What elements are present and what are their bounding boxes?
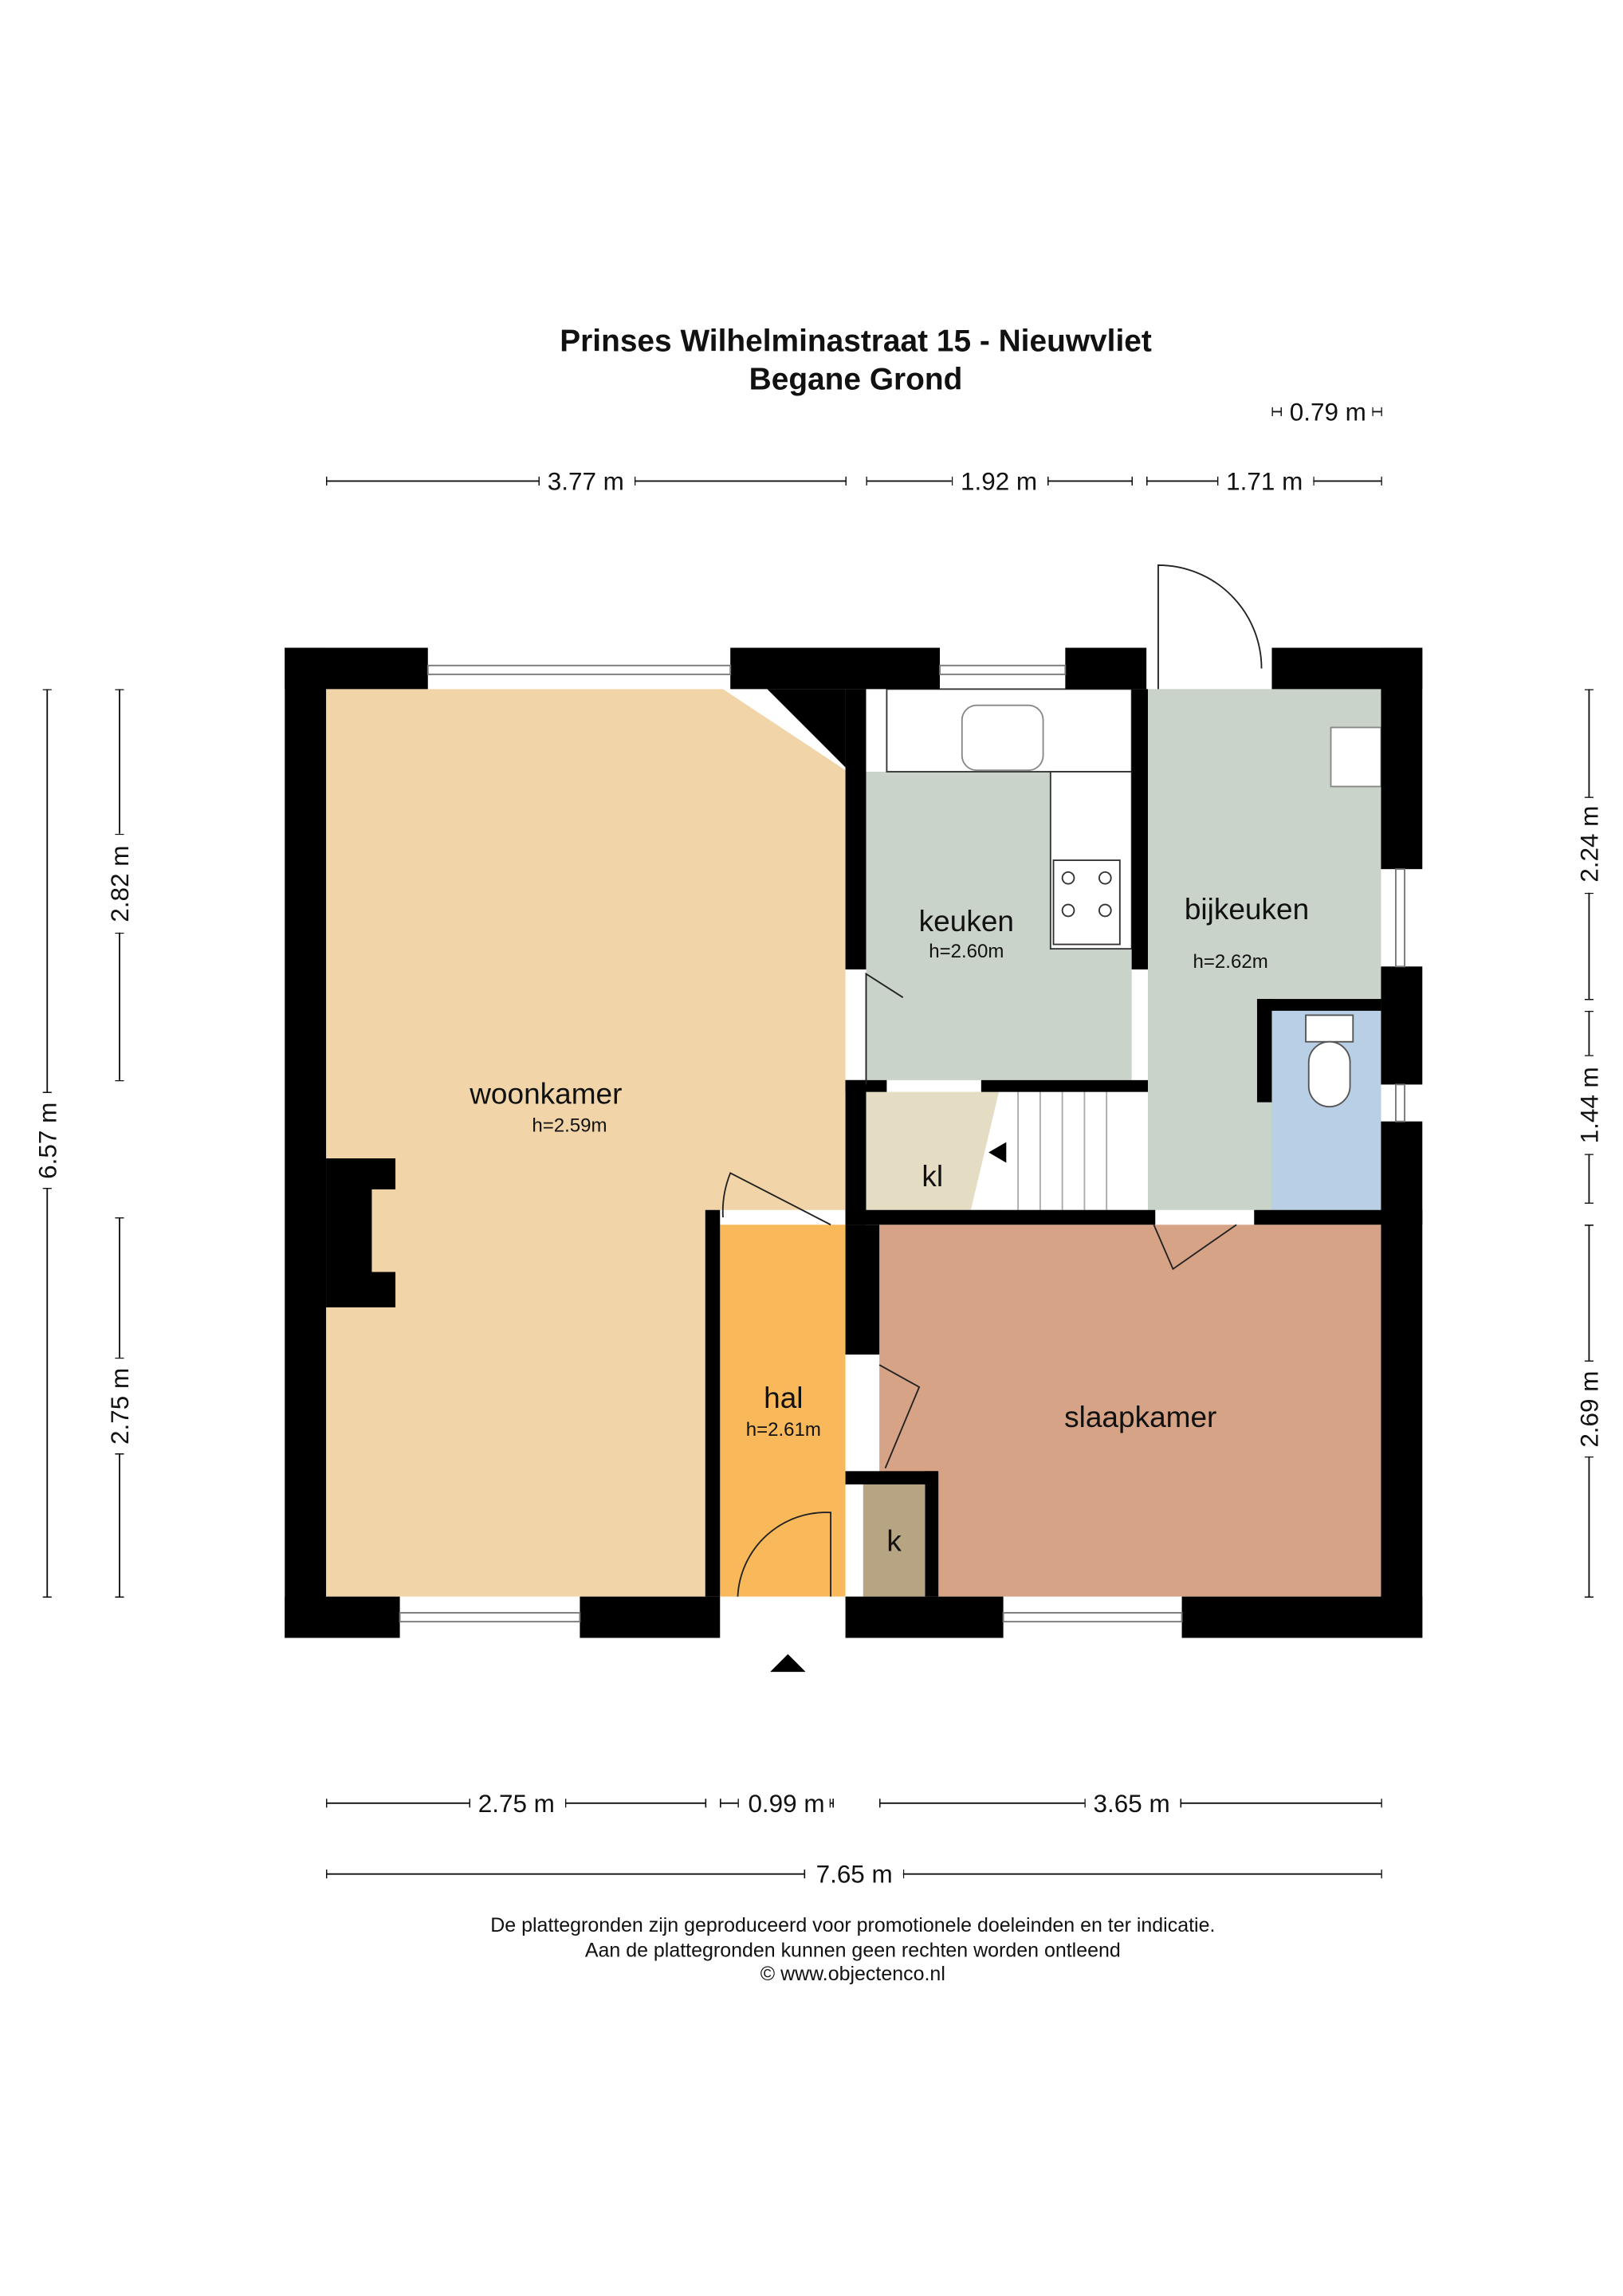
dim-bottom-3: 3.65 m (1094, 1790, 1170, 1818)
dim-top-2: 1.92 m (961, 467, 1037, 495)
dim-top-3: 1.71 m (1226, 467, 1303, 495)
label-kl: kl (922, 1159, 943, 1193)
dim-left-total: 6.57 m (33, 1103, 61, 1179)
windows (399, 664, 1405, 1623)
label-slaapkamer: slaapkamer (1064, 1400, 1216, 1433)
dim-top-1: 3.77 m (548, 467, 624, 495)
label-k: k (886, 1523, 902, 1557)
height-woonkamer: h=2.59m (532, 1115, 607, 1137)
room-k (863, 1484, 925, 1597)
door-swings (721, 564, 1263, 1597)
toilet-icon (1305, 1014, 1354, 1108)
room-slaapkamer (879, 1225, 1381, 1597)
height-hal: h=2.61m (746, 1419, 821, 1441)
dim-right-1: 2.24 m (1576, 806, 1604, 883)
plan-title: Prinses Wilhelminastraat 15 - Nieuwvliet (560, 324, 1152, 359)
height-bijkeuken: h=2.62m (1193, 951, 1268, 973)
walls (285, 647, 1423, 1638)
footer-link[interactable]: © www.objectenco.nl (760, 1963, 945, 1985)
footer-line-2: Aan de plattegronden kunnen geen rechten… (585, 1939, 1121, 1961)
label-bijkeuken: bijkeuken (1185, 892, 1309, 926)
stairs (970, 1091, 1132, 1210)
dim-right-3: 2.69 m (1576, 1371, 1604, 1448)
dim-bottom-1: 2.75 m (478, 1790, 555, 1818)
dim-bottom-total: 7.65 m (816, 1861, 893, 1889)
label-hal: hal (764, 1381, 803, 1414)
height-keuken: h=2.60m (929, 941, 1004, 962)
dimension-lines (47, 411, 1589, 1873)
dim-left-1: 2.82 m (106, 846, 134, 922)
stove-icon (1052, 859, 1121, 946)
room-hal (720, 1225, 846, 1597)
label-woonkamer: woonkamer (469, 1076, 622, 1110)
dim-bottom-2: 0.99 m (748, 1790, 824, 1818)
dim-right-2: 1.44 m (1576, 1067, 1604, 1143)
boiler-icon (1330, 726, 1382, 788)
footer-line-1: De plattegronden zijn geproduceerd voor … (490, 1914, 1215, 1936)
entrance-arrow-icon (770, 1653, 806, 1673)
dim-left-2: 2.75 m (106, 1368, 134, 1445)
label-keuken: keuken (919, 904, 1014, 938)
sink-icon (961, 704, 1044, 772)
floor-name: Begane Grond (749, 363, 963, 397)
room-woonkamer (326, 689, 846, 1597)
dim-top-small: 0.79 m (1290, 399, 1366, 427)
